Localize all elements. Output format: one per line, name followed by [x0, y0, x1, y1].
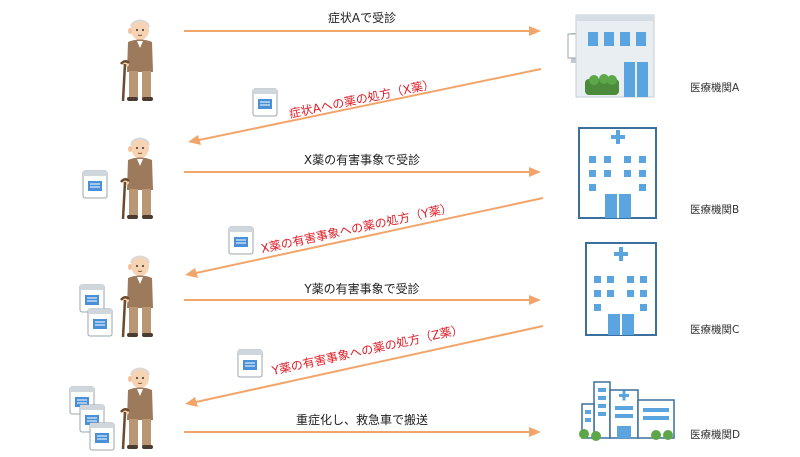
medicine-bag-icon — [82, 170, 108, 199]
elderly-man-with-cane-icon — [119, 254, 155, 339]
medicine-bag-icon — [87, 308, 113, 337]
visit-arrowhead-3 — [529, 295, 541, 305]
prescription-label-1: 症状Aへの薬の処方（X薬） — [288, 76, 436, 121]
prescription-label-2: X薬の有害事象への薬の処方（Y薬） — [259, 200, 453, 256]
medicine-bag-icon — [237, 349, 263, 378]
patient-row-1 — [119, 18, 155, 103]
prescription-arrow-3 — [195, 325, 544, 403]
medicine-bag-icon — [228, 226, 254, 255]
institution-label-d: 医療機関D — [690, 428, 740, 441]
patient-row-3 — [79, 254, 155, 339]
elderly-man-with-cane-icon — [119, 366, 155, 451]
visit-label-4: 重症化し、救急車で搬送 — [296, 412, 428, 427]
visit-label-1: 症状Aで受診 — [328, 10, 396, 25]
medicine-bag-icon — [79, 284, 105, 313]
patient-row-4 — [69, 366, 155, 451]
visit-arrowhead-1 — [529, 26, 541, 36]
hospital-building-icon — [585, 242, 657, 336]
clinic-building-icon — [567, 14, 655, 98]
large-hospital-complex-icon — [579, 381, 675, 441]
prescription-arrowhead-3 — [185, 397, 198, 407]
elderly-man-with-cane-icon — [119, 18, 155, 103]
visit-arrowhead-2 — [529, 167, 541, 177]
hospital-building-icon — [578, 127, 657, 219]
institution-label-c: 医療機関C — [690, 323, 739, 336]
prescription-arrowhead-1 — [188, 135, 201, 145]
visit-arrowhead-4 — [529, 427, 541, 437]
prescription-arrow-1 — [198, 68, 542, 141]
prescription-arrowhead-2 — [185, 268, 198, 278]
visit-label-3: Y薬の有害事象で受診 — [303, 281, 419, 296]
elderly-man-with-cane-icon — [119, 136, 155, 221]
medicine-bag-icon — [252, 88, 278, 117]
institution-label-b: 医療機関B — [690, 203, 739, 216]
medicine-bag-icon — [89, 422, 115, 451]
patient-row-2 — [82, 136, 155, 221]
prescription-arrow-2 — [195, 197, 544, 274]
institution-label-a: 医療機関A — [690, 81, 740, 94]
visit-label-2: X薬の有害事象で受診 — [304, 152, 420, 167]
